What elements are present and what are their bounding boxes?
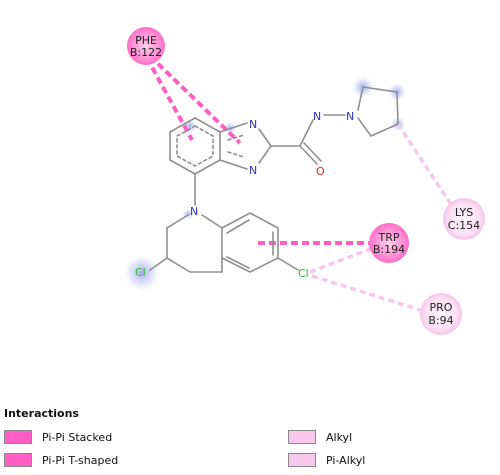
residue-lys-id: C:154 (448, 219, 480, 232)
residue-trp: TRP B:194 (369, 223, 409, 263)
interaction-pro-alkyl (311, 274, 431, 315)
residue-pro-id: B:94 (428, 314, 453, 327)
legend-label: Pi-Alkyl (326, 454, 366, 467)
legend-label: Alkyl (326, 431, 353, 444)
atom-cl-left: Cl (135, 266, 146, 279)
atom-o-carbonyl: O (316, 165, 325, 178)
interaction-phe-stacked-2 (148, 54, 242, 145)
legend-label: Pi-Pi Stacked (42, 431, 113, 444)
residue-lys-name: LYS (455, 206, 473, 219)
interaction-diagram: N N O N N N Cl Cl PHE B:122 LYS C:154 TR… (122, 27, 485, 335)
interaction-lys-alkyl (396, 123, 458, 213)
atom-cl-right: Cl (298, 267, 309, 280)
atom-n-benz-top: N (249, 118, 257, 131)
atom-n-quinoline: N (190, 205, 198, 218)
legend-swatch (288, 430, 316, 444)
atom-n-pyrrolidine: N (346, 110, 354, 123)
legend-label: Pi-Pi T-shaped (42, 454, 119, 467)
atom-n-benz-bottom: N (249, 164, 257, 177)
legend-swatch (288, 453, 316, 467)
atom-n-amide: N (313, 110, 321, 123)
interaction-trp-pialkyl (309, 243, 382, 274)
legend: Interactions Pi-Pi Stacked Pi-Pi T-shape… (0, 405, 500, 475)
residue-trp-name: TRP (378, 231, 400, 244)
residue-phe-name: PHE (135, 34, 157, 47)
residue-pro: PRO B:94 (420, 293, 462, 335)
residue-phe: PHE B:122 (127, 27, 165, 65)
legend-swatch (4, 453, 32, 467)
legend-swatch (4, 430, 32, 444)
residue-lys: LYS C:154 (443, 198, 485, 240)
interaction-phe-stacked-1 (145, 57, 194, 141)
glow-cl-left (122, 253, 162, 293)
molecule-bonds (149, 86, 399, 273)
residue-trp-id: B:194 (373, 243, 405, 256)
residue-pro-name: PRO (430, 301, 453, 314)
legend-title: Interactions (4, 407, 79, 420)
residue-phe-id: B:122 (130, 46, 162, 59)
interactions (145, 54, 458, 315)
